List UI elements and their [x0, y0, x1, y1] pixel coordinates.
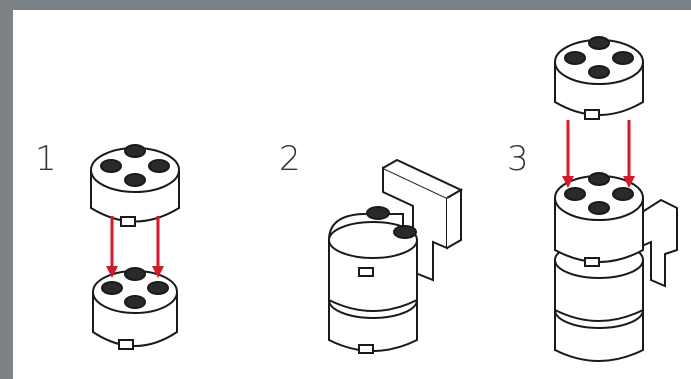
round-brick-bottom [93, 268, 177, 349]
assembled-stack [555, 173, 677, 361]
assembly-illustration [13, 10, 691, 379]
top-round-brick [329, 207, 417, 311]
step-2-illustration [329, 160, 461, 353]
round-brick-top [91, 145, 179, 226]
round-brick-top [555, 37, 643, 119]
step-3-illustration [555, 37, 677, 361]
step-1-illustration [91, 145, 179, 349]
instruction-panel: 1 2 3 [13, 10, 691, 379]
